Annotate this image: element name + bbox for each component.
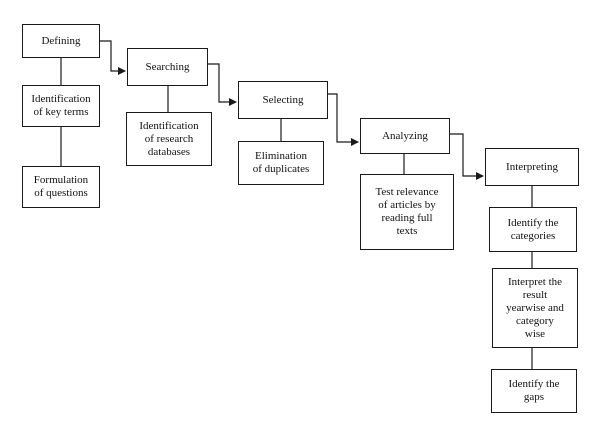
box-identification-key-terms: Identification of key terms	[22, 85, 100, 127]
step-searching: Searching	[127, 48, 208, 86]
arrow-analyzing-to-interpreting	[450, 133, 484, 180]
box-identify-categories: Identify the categories	[489, 207, 577, 252]
arrow-searching-to-selecting	[208, 63, 237, 106]
step-interpreting: Interpreting	[485, 148, 579, 186]
box-interpret-result: Interpret the result yearwise and catego…	[492, 268, 578, 348]
box-identify-gaps: Identify the gaps	[491, 369, 577, 413]
step-defining: Defining	[22, 24, 100, 58]
arrow-defining-to-searching	[100, 40, 126, 75]
step-analyzing: Analyzing	[360, 118, 450, 154]
step-selecting: Selecting	[238, 81, 328, 119]
box-identification-research-databases: Identification of research databases	[126, 112, 212, 166]
box-elimination-duplicates: Elimination of duplicates	[238, 141, 324, 185]
arrow-selecting-to-analyzing	[328, 93, 359, 146]
box-formulation-questions: Formulation of questions	[22, 166, 100, 208]
box-test-relevance: Test relevance of articles by reading fu…	[360, 174, 454, 250]
